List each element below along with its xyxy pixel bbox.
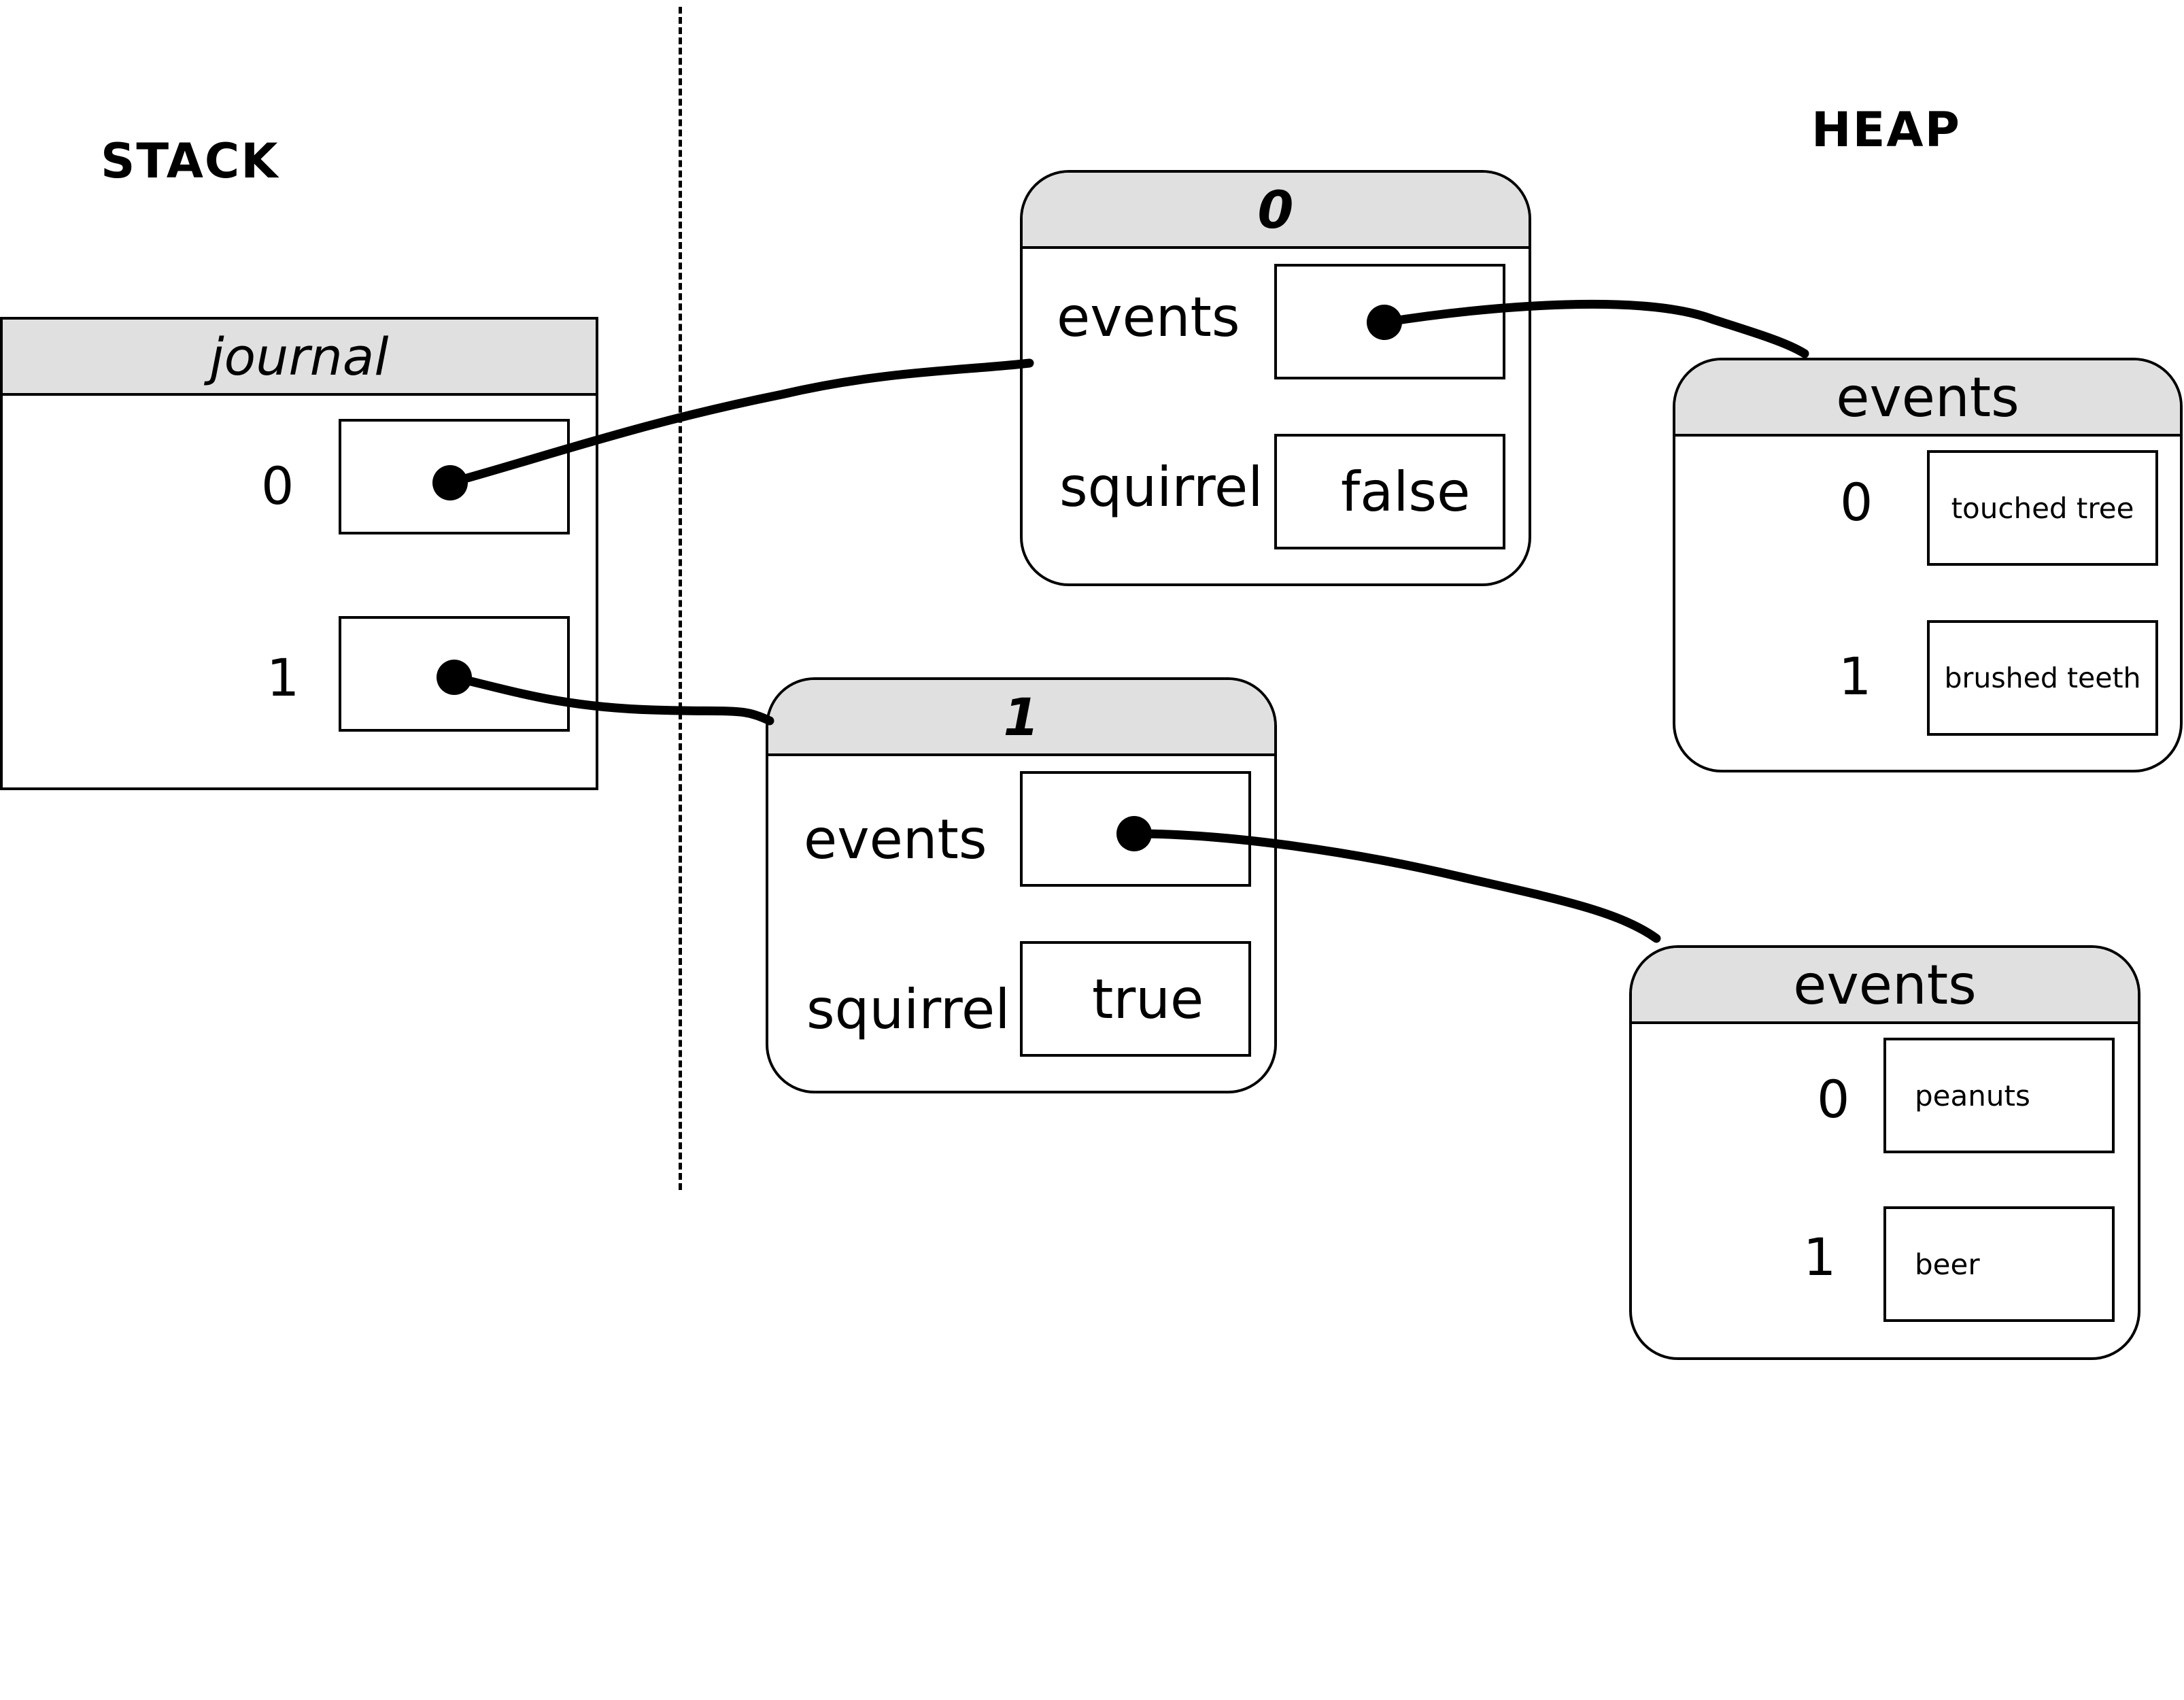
journal-1-pointer-dot bbox=[437, 660, 472, 695]
events-array-a-index-1: 1 bbox=[1839, 646, 1872, 707]
events-array-a-value-0: touched tree bbox=[1927, 450, 2158, 566]
events-array-b-value-1: beer bbox=[1883, 1206, 2115, 1322]
events-array-a-value-1: brushed teeth bbox=[1927, 620, 2158, 736]
object-1-events-pointer-dot bbox=[1116, 816, 1152, 851]
stack-heap-divider bbox=[679, 7, 682, 1190]
events-array-b-index-1: 1 bbox=[1803, 1227, 1837, 1287]
journal-title: journal bbox=[3, 320, 596, 396]
stack-label: STACK bbox=[101, 133, 279, 189]
object-1-title: 1 bbox=[768, 680, 1274, 756]
object-1-squirrel-value: true bbox=[1020, 941, 1251, 1057]
object-0-events-pointer-dot bbox=[1367, 305, 1402, 340]
events-array-a-index-0: 0 bbox=[1840, 472, 1873, 532]
object-0-events-label: events bbox=[1057, 286, 1240, 349]
journal-index-0: 0 bbox=[261, 456, 294, 516]
object-1-events-label: events bbox=[804, 808, 987, 871]
object-0-title: 0 bbox=[1023, 173, 1529, 249]
events-array-b-title: events bbox=[1632, 948, 2138, 1024]
journal-0-pointer-dot bbox=[432, 465, 468, 500]
object-0-squirrel-value: false bbox=[1274, 434, 1505, 549]
events-array-b-value-0: peanuts bbox=[1883, 1038, 2115, 1153]
object-1-squirrel-label: squirrel bbox=[806, 978, 1010, 1041]
heap-label: HEAP bbox=[1811, 102, 1961, 158]
events-array-a-title: events bbox=[1675, 360, 2180, 437]
journal-index-1: 1 bbox=[267, 647, 300, 708]
events-array-b-index-0: 0 bbox=[1817, 1069, 1850, 1129]
object-0-squirrel-label: squirrel bbox=[1059, 456, 1263, 519]
